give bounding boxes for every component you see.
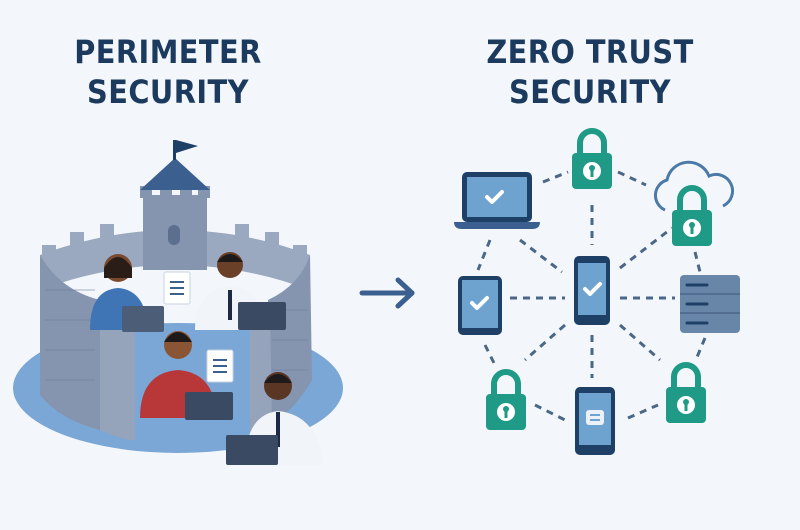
connection-lines	[476, 170, 707, 422]
document-icon	[163, 271, 191, 305]
title-line: PERIMETER	[74, 33, 262, 71]
laptop-icon	[238, 302, 286, 330]
laptop-icon	[226, 435, 278, 465]
zero-trust-security-title: ZERO TRUST SECURITY	[437, 32, 743, 112]
laptop-icon	[454, 172, 540, 229]
laptop-icon	[185, 392, 233, 420]
server-icon	[680, 275, 740, 333]
arrow-right-icon	[359, 277, 415, 309]
laptop-icon	[122, 306, 164, 332]
lock-icon	[666, 365, 706, 423]
lock-icon	[672, 188, 712, 246]
phone-icon	[575, 387, 615, 455]
cloud-icon	[654, 160, 735, 212]
title-line: ZERO TRUST	[486, 33, 694, 71]
title-line: SECURITY	[87, 73, 249, 111]
tablet-icon	[458, 276, 502, 335]
document-icon	[586, 410, 604, 425]
perimeter-security-title: PERIMETER SECURITY	[15, 32, 321, 112]
flag-icon	[176, 140, 198, 153]
title-line: SECURITY	[509, 73, 671, 111]
phone-icon	[574, 256, 610, 325]
flag-pole	[173, 140, 176, 160]
lock-icon	[572, 131, 612, 189]
document-icon	[206, 349, 234, 383]
lock-icon	[486, 372, 526, 430]
